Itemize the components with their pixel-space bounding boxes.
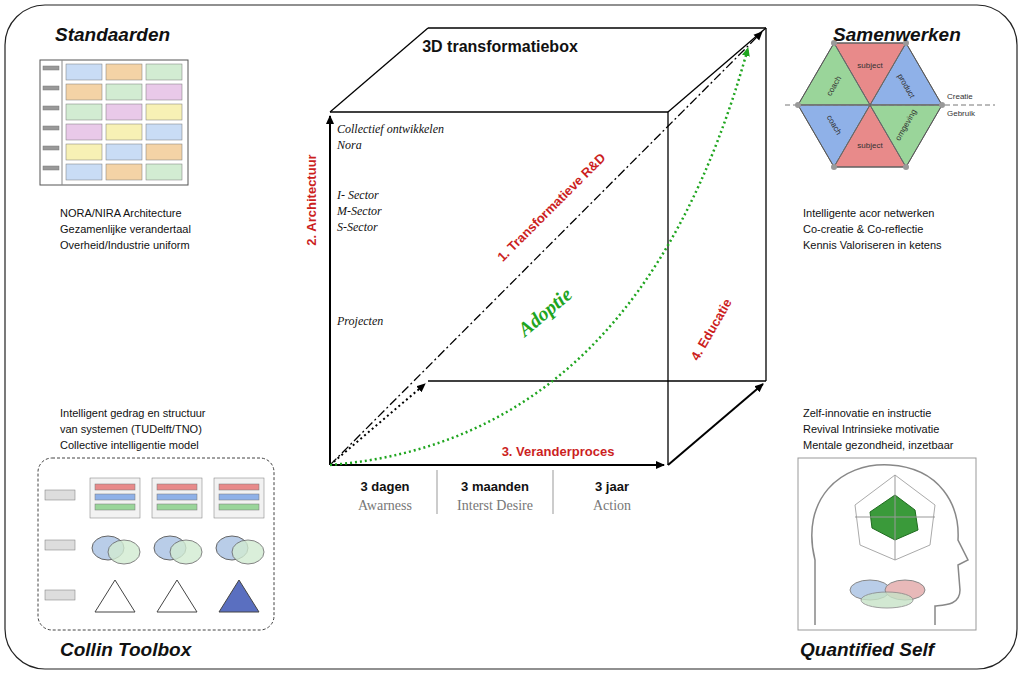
axis-label: 4. Educatie	[688, 297, 735, 364]
segment-label: subject	[857, 141, 882, 150]
time-label: 3 maanden	[461, 480, 529, 495]
phase-label: Interst Desire	[457, 498, 533, 514]
axis-item: I- Sector	[337, 189, 379, 203]
note: Mentale gezondheid, inzetbaar	[803, 439, 953, 452]
cooperation-hexagon	[785, 40, 995, 170]
axis-label: 1. Transformatieve R&D	[495, 151, 609, 265]
note: Overheid/Industrie uniform	[60, 239, 190, 252]
time-label: 3 jaar	[595, 480, 629, 495]
curve-label: Adoptie	[513, 283, 576, 341]
phase-label: Awarness	[358, 498, 412, 514]
section-heading: Standaarden	[55, 24, 170, 46]
note: Collective intelligentie model	[60, 439, 199, 452]
note: NORA/NIRA Architecture	[60, 207, 182, 220]
note: van systemen (TUDelft/TNO)	[60, 423, 202, 436]
note: Gezamenlijke verandertaal	[60, 223, 191, 236]
axis-item: Nora	[337, 139, 362, 153]
note: Zelf-innovatie en instructie	[803, 407, 931, 420]
axis-item: Projecten	[337, 315, 383, 329]
phase-label: Action	[593, 498, 631, 514]
note: Kennis Valoriseren in ketens	[803, 239, 942, 252]
section-heading: Collin Toolbox	[60, 639, 191, 661]
head-illustration	[798, 458, 976, 630]
transformation-cube	[330, 28, 766, 514]
section-heading: Quantified Self	[800, 639, 934, 661]
axis-label: 3. Veranderproces	[502, 445, 615, 460]
toolbox-thumbnail	[38, 458, 274, 630]
axis-label: Creatie	[947, 92, 973, 101]
note: Intelligente acor netwerken	[803, 207, 934, 220]
axis-item: Collectief ontwikkelen	[337, 123, 444, 137]
axis-item: S-Sector	[337, 221, 378, 235]
note: Co-creatie & Co-reflectie	[803, 223, 923, 236]
time-label: 3 dagen	[360, 480, 409, 495]
axis-label: 2. Architectuur	[305, 154, 320, 245]
axis-item: M-Sector	[337, 205, 382, 219]
segment-label: subject	[857, 61, 882, 70]
standards-thumbnail	[40, 60, 188, 185]
note: Intelligent gedrag en structuur	[60, 407, 206, 420]
note: Revival Intrinsieke motivatie	[803, 423, 939, 436]
section-heading: Samenwerken	[833, 24, 961, 46]
axis-label: Gebruik	[947, 109, 975, 118]
diagram-title: 3D transformatiebox	[422, 38, 578, 56]
